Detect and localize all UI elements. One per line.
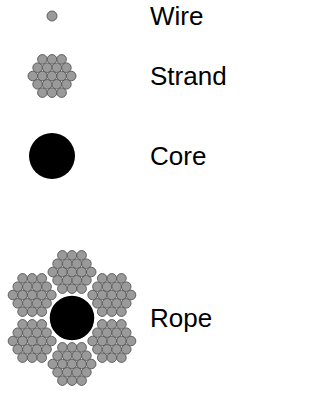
wire-circle — [47, 290, 57, 300]
wire-circle — [86, 267, 96, 277]
legend-item: Core — [150, 143, 206, 169]
rope-strand — [48, 251, 96, 294]
legend-item: Strand — [150, 63, 227, 89]
legend-item: Rope — [150, 305, 212, 331]
strand-icon — [28, 55, 76, 98]
legend-label: Wire — [150, 3, 203, 29]
wire-circle — [47, 336, 57, 346]
rope-strand — [88, 274, 136, 317]
rope-strand — [88, 320, 136, 363]
wire-circle — [126, 290, 136, 300]
wire-icon — [47, 11, 57, 21]
legend-item: Wire — [150, 3, 203, 29]
rope-strand — [48, 343, 96, 386]
wire-circle — [86, 359, 96, 369]
legend-label: Rope — [150, 305, 212, 331]
rope-icon — [8, 251, 136, 386]
rope-strand — [8, 274, 56, 317]
rope-core — [49, 295, 95, 341]
legend-label: Strand — [150, 63, 227, 89]
legend-label: Core — [150, 143, 206, 169]
rope-strand — [8, 320, 56, 363]
wire-circle — [66, 71, 76, 81]
wire-circle — [126, 336, 136, 346]
core-icon — [29, 133, 75, 179]
